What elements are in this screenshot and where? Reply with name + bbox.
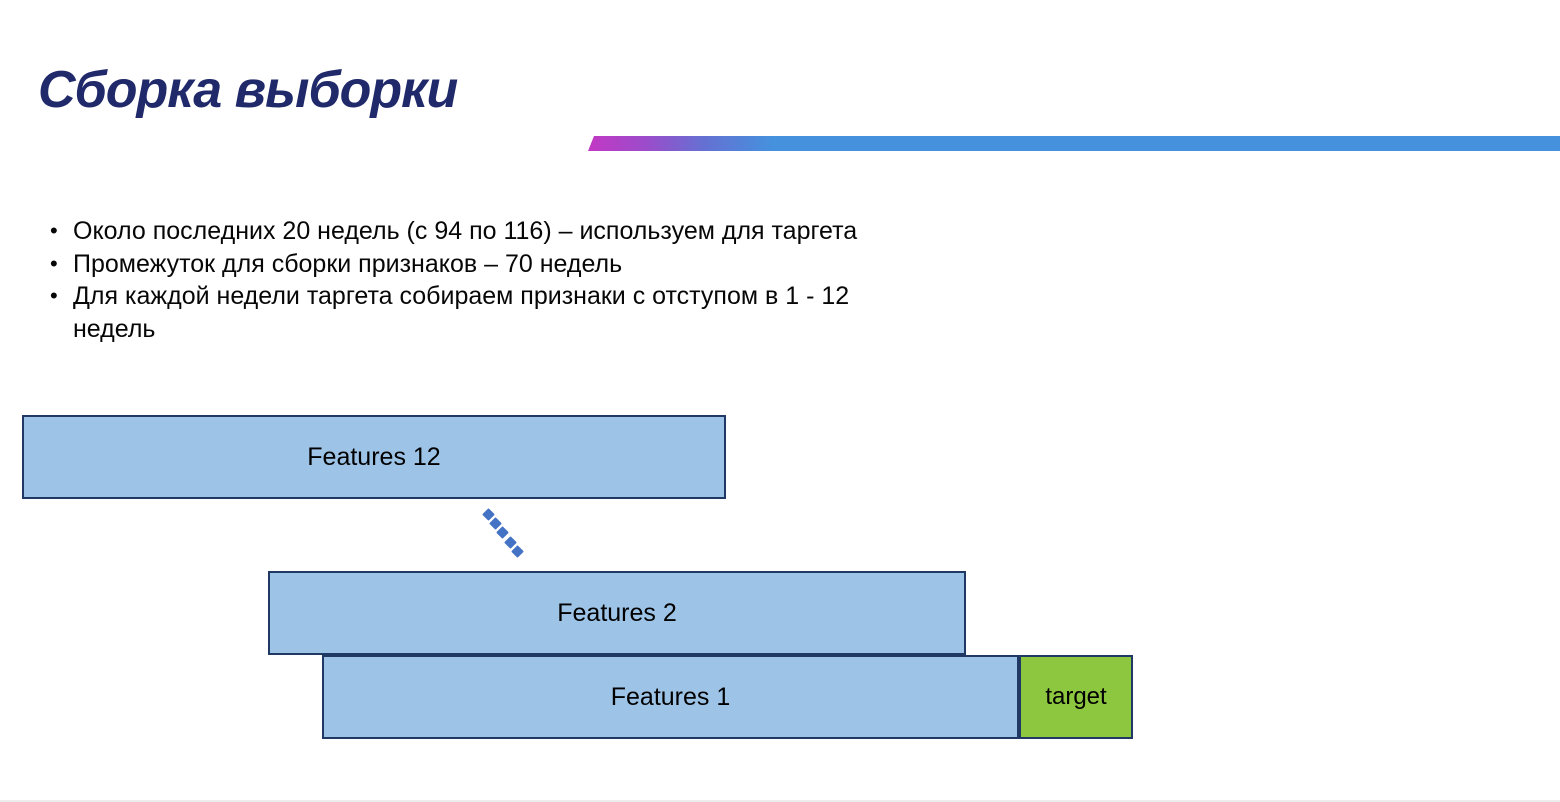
target-box: target	[1019, 655, 1133, 739]
features-12-label: Features 12	[307, 442, 441, 471]
bullet-list: Около последних 20 недель (с 94 по 116) …	[47, 215, 922, 345]
target-label: target	[1045, 683, 1107, 710]
features-1-label: Features 1	[610, 682, 731, 711]
bullet-item-feature-span: Промежуток для сборки признаков – 70 нед…	[47, 248, 922, 281]
bullet-item-feature-offset: Для каждой недели таргета собираем призн…	[47, 280, 922, 345]
features-1-box: Features 1	[322, 655, 1019, 739]
features-2-box: Features 2	[268, 571, 966, 655]
slide-title: Сборка выборки	[38, 60, 458, 119]
connector-dot-icon	[511, 545, 524, 558]
bullet-item-target-weeks: Около последних 20 недель (с 94 по 116) …	[47, 215, 922, 248]
bullet-list-container: Около последних 20 недель (с 94 по 116) …	[47, 215, 922, 345]
features-12-box: Features 12	[22, 415, 726, 499]
connector-dot-icon	[496, 526, 509, 539]
features-2-label: Features 2	[557, 598, 677, 627]
slide-bottom-edge	[0, 800, 1560, 802]
gradient-accent-bar	[588, 136, 1560, 151]
